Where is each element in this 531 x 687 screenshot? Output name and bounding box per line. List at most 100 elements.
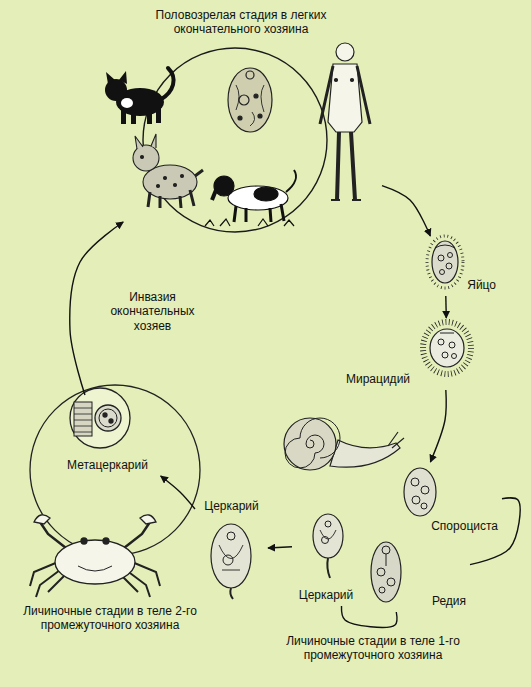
crab-figure: [103, 538, 109, 544]
egg-picture: [427, 236, 463, 288]
stage-node: Церкарий: [292, 500, 360, 606]
metacercaria-zoom: [95, 405, 121, 431]
metacercaria-zoom: [74, 402, 92, 436]
adult-fluke: [254, 94, 258, 98]
miracidium-picture: [452, 354, 457, 359]
stage-label: Редия: [432, 594, 466, 608]
cercaria-picture: [313, 514, 343, 578]
stage-label: Церкарий: [299, 588, 354, 602]
redia-picture: [371, 542, 401, 602]
crab-figure: [34, 515, 156, 524]
redia-picture: [371, 542, 401, 602]
cycle-arrow: [341, 606, 396, 627]
cat-figure: [147, 110, 152, 124]
snail-figure: [285, 418, 340, 468]
dog-figure: [286, 170, 296, 192]
host-circle: [143, 48, 327, 232]
stage-node: Редия: [362, 538, 470, 612]
redia-picture: [379, 587, 385, 593]
stage-node: Половозрелая стадия в легких окончательн…: [100, 4, 382, 222]
dog-figure: [234, 204, 284, 222]
adult-fluke: [228, 68, 272, 132]
metacercaria-zoom: [30, 385, 200, 555]
redia-picture: [377, 568, 385, 576]
sporocyst-picture: [404, 468, 436, 516]
egg-picture: [440, 270, 445, 275]
human-figure: [351, 79, 354, 82]
metacercaria-zoom: [103, 413, 107, 417]
lynx-figure: [174, 184, 177, 187]
snail-figure: [388, 432, 404, 448]
snail-figure: [284, 418, 404, 470]
adult-fluke: [228, 68, 272, 132]
human-figure: [336, 43, 354, 61]
host-caption: Личиночные стадии в теле 1-го промежуточ…: [268, 634, 478, 663]
cercaria-picture: [320, 530, 336, 539]
stage-label: Половозрелая стадия в легких окончательн…: [134, 8, 349, 37]
lynx-figure: [148, 190, 194, 208]
crab-figure: [55, 540, 135, 584]
cycle-arrow: [382, 186, 430, 236]
stage-node: Церкарий: [195, 495, 268, 602]
miracidium-picture: [423, 322, 471, 374]
cat-figure: [105, 68, 174, 124]
dog-figure: [205, 170, 296, 226]
cercaria-picture: [211, 524, 251, 599]
metacercaria-zoom: [30, 385, 200, 555]
cercaria-picture: [219, 545, 243, 570]
human-figure: [320, 43, 370, 200]
dog-figure: [205, 219, 294, 226]
cercaria-picture: [223, 555, 233, 565]
sporocyst-picture: [421, 486, 429, 494]
egg-picture: [448, 253, 453, 258]
lynx-figure: [133, 134, 203, 208]
metacercaria-zoom: [74, 408, 92, 432]
cycle-arrow: [445, 296, 447, 318]
sporocyst-picture: [404, 468, 436, 516]
stage-label: Спороциста: [431, 519, 498, 533]
cercaria-picture: [211, 524, 251, 588]
stage-label: Мирацидий: [346, 372, 410, 386]
cat-figure: [156, 106, 161, 123]
cat-figure: [121, 108, 126, 124]
snail-figure: [284, 418, 336, 470]
dog-figure: [214, 176, 234, 196]
cercaria-picture: [325, 521, 331, 527]
cat-figure: [131, 110, 136, 124]
redia-picture: [387, 578, 395, 586]
miracidium-picture: [442, 352, 448, 358]
miracidium-picture: [423, 322, 471, 374]
crab-figure: [81, 538, 87, 544]
lynx-figure: [141, 156, 144, 159]
stage-node: Мирацидий: [342, 318, 480, 390]
crab-figure: [78, 566, 112, 571]
human-figure: [320, 66, 370, 124]
stage-node: Метацеркарий: [50, 395, 165, 476]
cercaria-picture: [230, 588, 233, 599]
cycle-arrow: [268, 547, 292, 548]
miracidium-picture: [430, 329, 464, 367]
edge-label: Инвазия окончательных хозяев: [95, 290, 210, 333]
metacercaria-zoom: [109, 419, 113, 423]
human-figure: [328, 64, 362, 132]
egg-picture: [427, 236, 463, 288]
crab-figure: [30, 515, 160, 597]
redia-picture: [382, 546, 390, 554]
sporocyst-picture: [421, 503, 427, 509]
redia-picture: [386, 554, 387, 566]
egg-picture: [435, 245, 455, 248]
cat-figure: [160, 68, 174, 100]
human-figure: [335, 79, 338, 82]
adult-fluke: [236, 85, 264, 126]
cat-figure: [106, 71, 127, 84]
stage-label: Яйцо: [467, 278, 496, 292]
cercaria-picture: [327, 558, 330, 578]
adult-fluke: [246, 71, 254, 79]
metacercaria-zoom: [70, 388, 130, 448]
adult-fluke: [239, 95, 249, 105]
cercaria-picture: [313, 514, 343, 558]
egg-picture: [432, 241, 458, 283]
